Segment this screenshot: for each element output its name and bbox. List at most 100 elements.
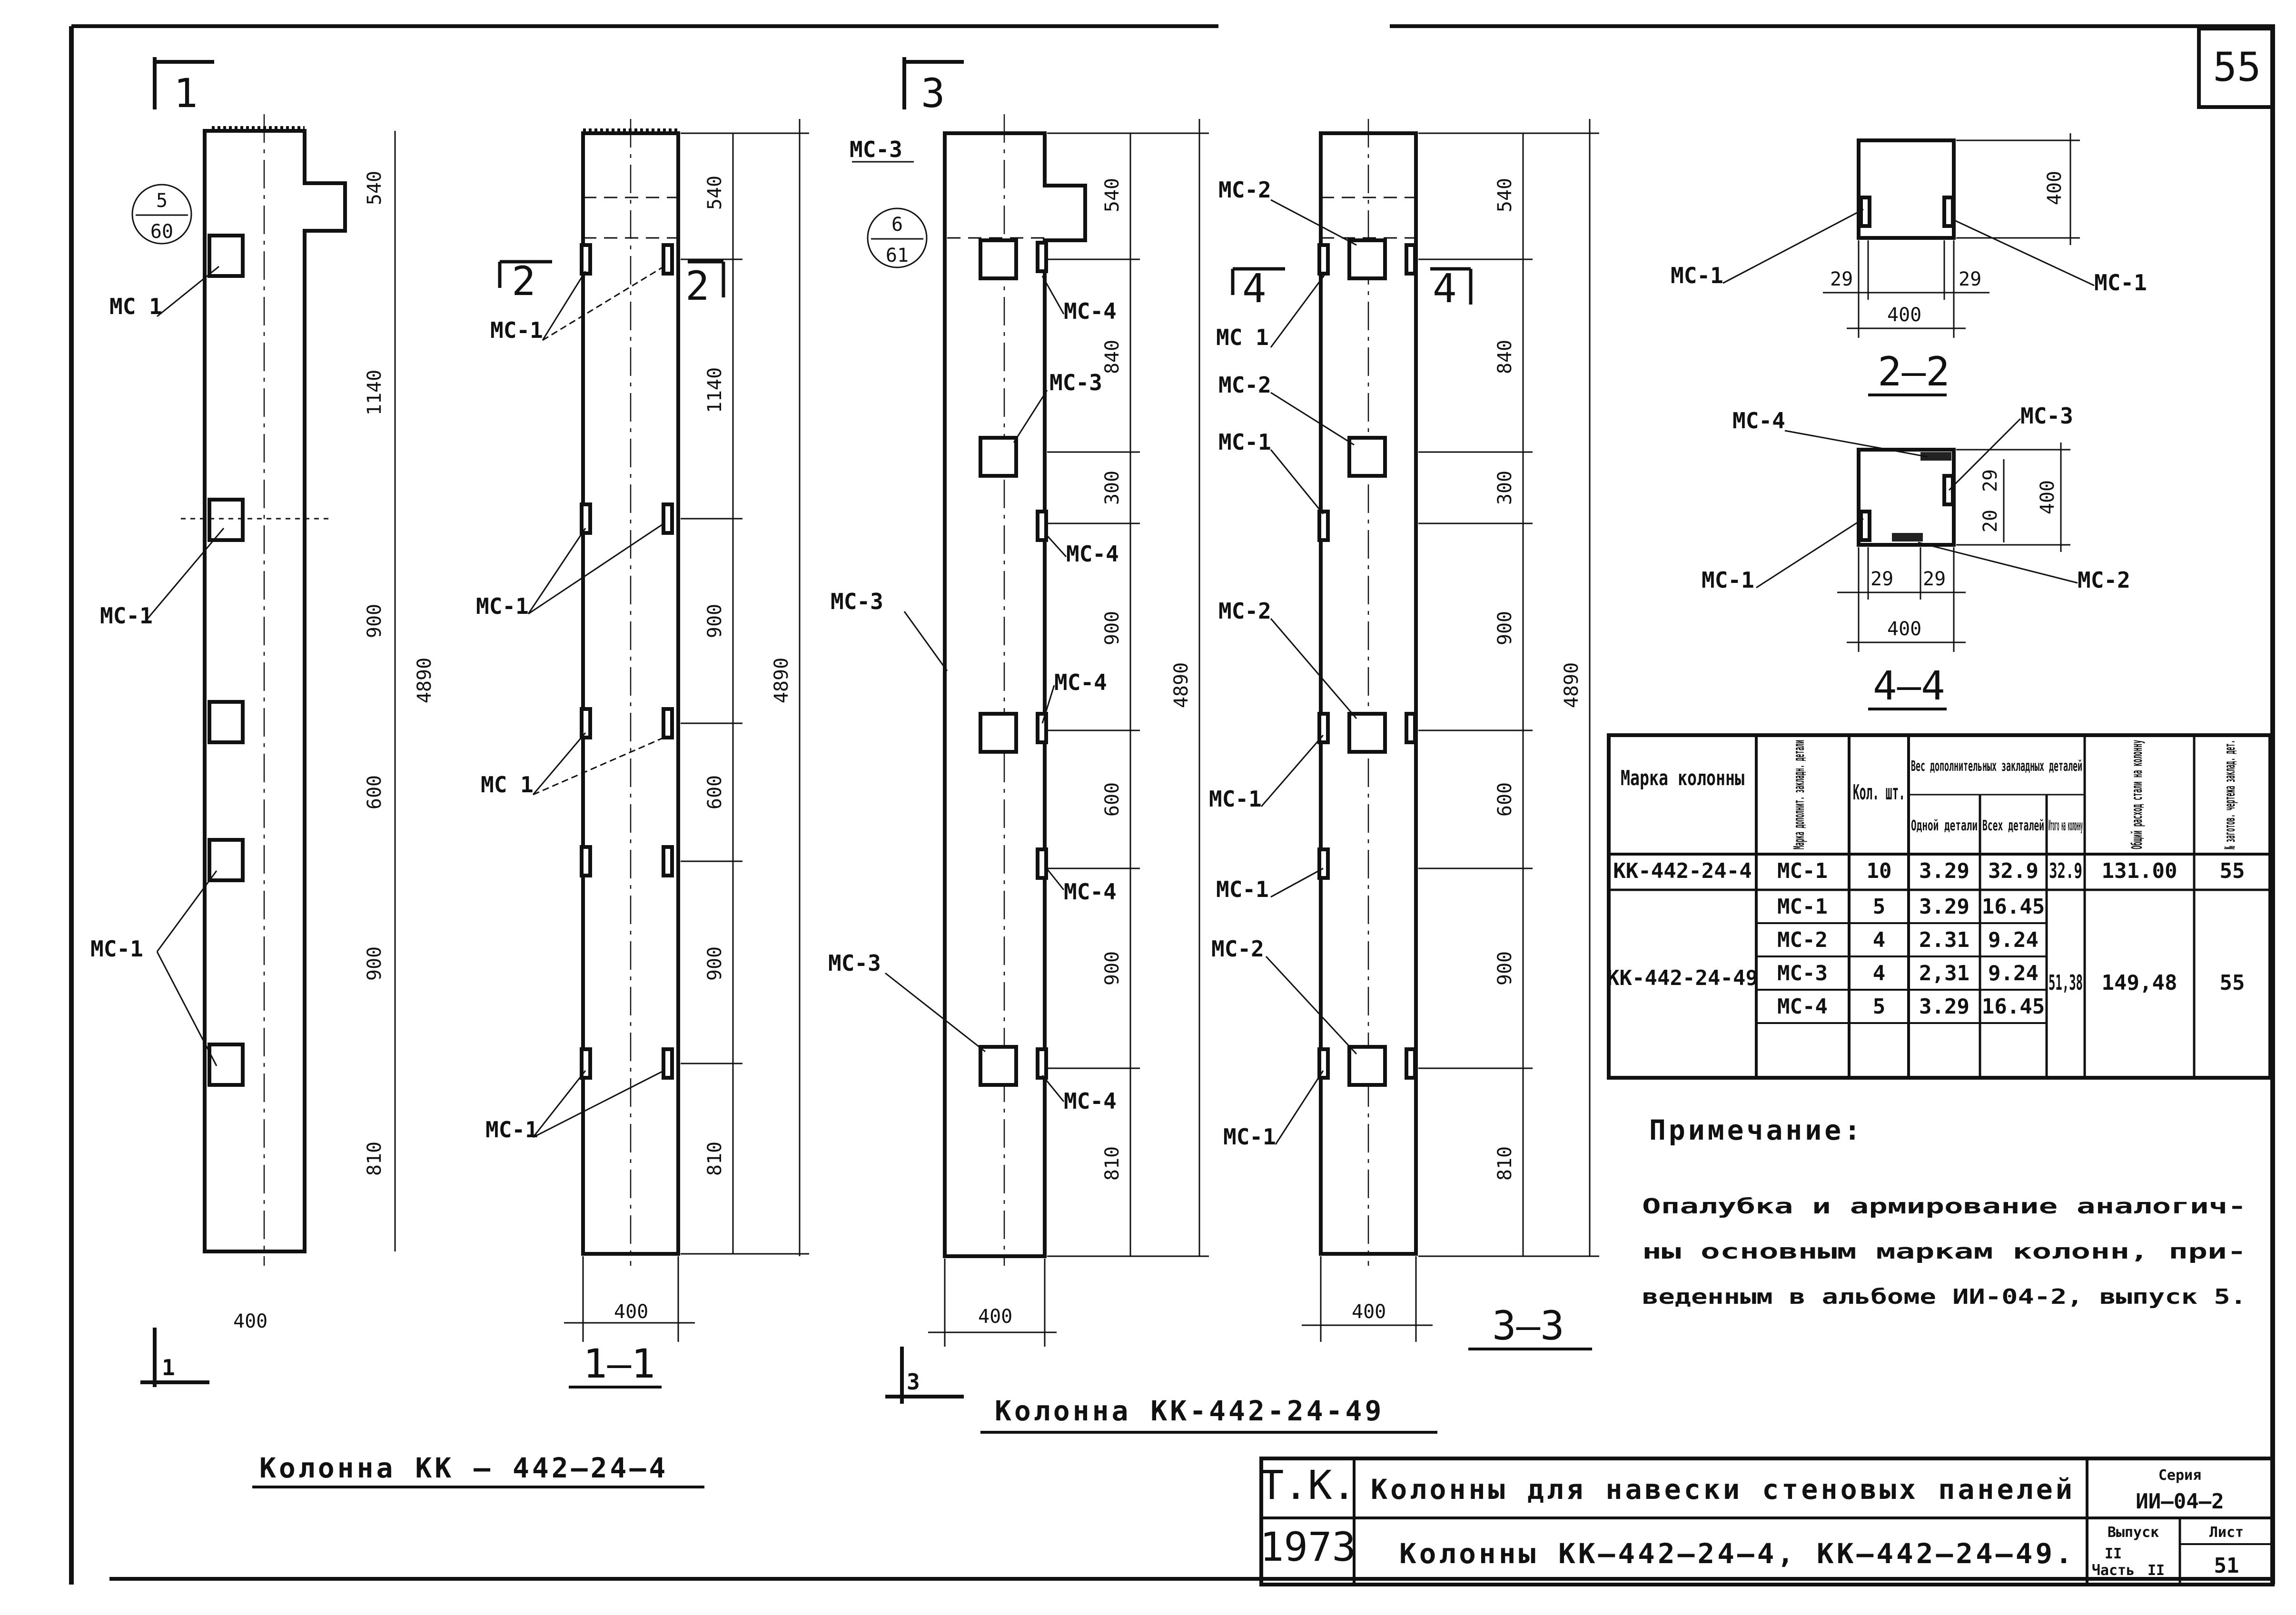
svg-text:600: 600	[1101, 782, 1123, 817]
svg-text:3.29: 3.29	[1919, 859, 1969, 883]
plate-label: МС-1	[1702, 567, 1754, 593]
plate-label: МС 1	[1216, 325, 1269, 350]
column2-ref-bubble	[867, 207, 928, 268]
svg-text:20: 20	[1979, 510, 2001, 532]
column1-title: Колонна КК — 442—24—4	[259, 1452, 668, 1484]
plate-label: МС-4	[1066, 541, 1119, 567]
plate-label: МС-3	[2020, 403, 2073, 429]
svg-text:4890: 4890	[771, 658, 792, 703]
header-one: Одной детали	[1911, 817, 1978, 834]
svg-text:32.9: 32.9	[1988, 859, 2039, 883]
issue-value: II	[2105, 1546, 2122, 1562]
svg-text:КК-442-24-4: КК-442-24-4	[1613, 859, 1752, 883]
svg-text:900: 900	[1494, 611, 1516, 645]
svg-text:1140: 1140	[704, 367, 726, 413]
section-mark-1-bottom: 1	[162, 1355, 175, 1380]
svg-text:400: 400	[1352, 1301, 1386, 1323]
sheet-value: 51	[2214, 1554, 2239, 1578]
svg-text:29: 29	[1979, 469, 2001, 492]
header-part-mark: Марка дополнит. закладн. детали	[1791, 740, 1808, 849]
svg-text:600: 600	[1494, 782, 1516, 817]
svg-text:4890: 4890	[1170, 662, 1192, 708]
header-steel: Общий расход стали на колонну	[2129, 740, 2146, 849]
series-value: ИИ—04—2	[2136, 1489, 2224, 1514]
view33-dims: 540 840 300 900 600 900 810 4890	[1494, 178, 1583, 1181]
svg-text:16.45: 16.45	[1982, 895, 2045, 919]
plate-label: МС-3	[1049, 370, 1102, 395]
svg-text:540: 540	[704, 176, 726, 210]
column2-outline	[943, 131, 1087, 1258]
svg-text:540: 540	[364, 171, 386, 205]
header-column-mark: Марка колонны	[1621, 766, 1744, 790]
svg-text:810: 810	[1101, 1146, 1123, 1181]
svg-text:МС-2: МС-2	[1777, 928, 1828, 952]
plate-label: МС-1	[1671, 263, 1723, 288]
svg-text:900: 900	[704, 604, 726, 638]
sheet-number: 55	[2213, 44, 2261, 90]
plate-label: МС-4	[1732, 408, 1785, 433]
section-mark-3-bottom: 3	[907, 1369, 920, 1395]
section44-title: 4—4	[1873, 662, 1945, 709]
svg-text:600: 600	[364, 775, 386, 809]
svg-text:810: 810	[364, 1142, 386, 1176]
plate-label: МС-2	[1218, 372, 1271, 398]
plate-label: МС-1	[485, 1117, 538, 1142]
steel-table: Марка колонны Марка дополнит. закладн. д…	[1607, 733, 2272, 1080]
svg-text:6: 6	[891, 214, 903, 236]
table-row: КК-442-24-49 МС-1 5 3.29 16.45 51,38 149…	[1607, 895, 2245, 995]
table-row: КК-442-24-4 МС-1 10 3.29 32.9 32.9 131.0…	[1613, 859, 2245, 883]
svg-text:400: 400	[614, 1301, 648, 1323]
view-3-3: 4 4 МС-2 МС 1 МС-2 МС-1 МС-2 МС-1 МС-1 М…	[1209, 119, 1599, 1350]
section-mark-3-top: 3	[921, 70, 945, 117]
section-mark-4-left: 4	[1242, 265, 1267, 312]
svg-text:2,31: 2,31	[1919, 961, 1969, 985]
column1-ref-bubble	[131, 184, 192, 245]
column2-dims: 540 840 300 900 600 900 810 4890	[1101, 178, 1192, 1181]
section44-outline	[1857, 448, 1956, 547]
title-block-title2: Колонны КК—442—24—4, КК—442—24—49.	[1399, 1537, 2075, 1570]
view33-ticks	[1418, 132, 1599, 1257]
svg-text:МС-1: МС-1	[1777, 859, 1828, 883]
svg-text:29: 29	[1870, 568, 1893, 590]
svg-text:840: 840	[1101, 340, 1123, 374]
svg-text:400: 400	[1887, 304, 1921, 326]
svg-text:540: 540	[1101, 178, 1123, 212]
svg-text:131.00: 131.00	[2102, 859, 2177, 883]
note-line: ны основным маркам колонн, при-	[1642, 1240, 2247, 1264]
view33-title: 3—3	[1492, 1302, 1564, 1349]
view11-dims: 540 1140 900 600 900 810 4890	[704, 176, 792, 1176]
plate-label: МС-1	[490, 317, 543, 343]
svg-text:2.31: 2.31	[1919, 928, 1969, 952]
svg-text:810: 810	[1494, 1146, 1516, 1181]
header-sheet: № заготов. чертежа заклад. дет.	[2222, 740, 2238, 849]
header-weight: Вес дополнительных закладных деталей	[1911, 758, 2082, 775]
plate-label: МС-1	[1216, 876, 1269, 902]
section-4-4: 400 29 20 МС-4 МС-3 МС-1 МС-2 29 29 400 …	[1702, 403, 2130, 710]
svg-text:55: 55	[2220, 859, 2245, 883]
header-all: Всех деталей	[1982, 817, 2044, 834]
title-block-year: 1973	[1260, 1524, 1356, 1570]
issue-label: Выпуск	[2108, 1524, 2159, 1541]
plate-label: МС-1	[90, 936, 143, 962]
svg-text:61: 61	[886, 245, 909, 266]
svg-text:810: 810	[704, 1142, 726, 1176]
svg-text:400: 400	[2037, 480, 2058, 514]
plate-label: МС-1	[1218, 429, 1271, 455]
svg-text:29: 29	[1959, 268, 1981, 290]
header-qty: Кол. шт.	[1853, 780, 1905, 805]
svg-text:4: 4	[1873, 928, 1886, 952]
svg-text:5: 5	[156, 190, 168, 212]
plate-label: МС-1	[476, 593, 529, 619]
svg-text:900: 900	[1101, 611, 1123, 645]
svg-text:16.45: 16.45	[1982, 995, 2045, 1019]
svg-text:900: 900	[1101, 951, 1123, 985]
plate-label: МС-1	[1209, 786, 1262, 812]
column1-dims: 540 1140 900 600 900 810 4890	[364, 171, 435, 1176]
svg-text:9.24: 9.24	[1988, 961, 2039, 985]
svg-text:МС-1: МС-1	[1777, 895, 1828, 919]
svg-text:900: 900	[704, 946, 726, 981]
column1-outline	[203, 129, 347, 1253]
note-line: веденным в альбоме ИИ-04-2, выпуск 5.	[1642, 1285, 2247, 1309]
column1-elevation: 1 5 60 МС 1 МС-1 МС-1 540 1140 900 600 9	[90, 57, 704, 1488]
